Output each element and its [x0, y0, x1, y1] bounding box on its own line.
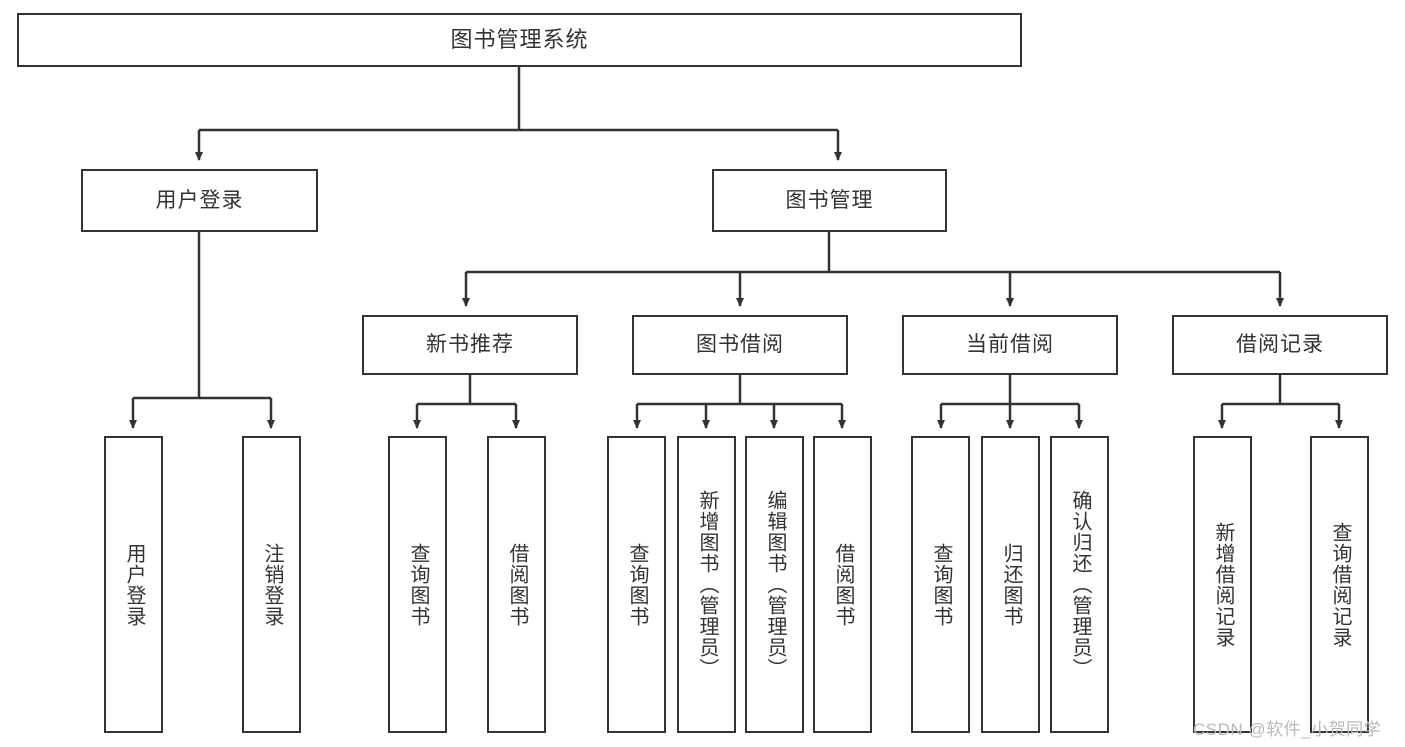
node-label: 查询图书: [930, 542, 952, 627]
node-book-management[interactable]: 图书管理: [712, 169, 947, 232]
node-leaf-logout[interactable]: 注销登录: [242, 436, 301, 733]
node-leaf-borrow-book-recommend[interactable]: 借阅图书: [487, 436, 546, 733]
node-label: 当前借阅: [966, 333, 1054, 357]
node-leaf-query-book-recommend[interactable]: 查询图书: [388, 436, 447, 733]
node-label: 借阅图书: [832, 542, 854, 627]
node-leaf-user-login[interactable]: 用户登录: [104, 436, 163, 733]
node-root-book-management-system[interactable]: 图书管理系统: [17, 13, 1022, 67]
node-leaf-query-book-borrow[interactable]: 查询图书: [607, 436, 666, 733]
node-book-borrow[interactable]: 图书借阅: [632, 315, 848, 375]
node-new-book-recommend[interactable]: 新书推荐: [362, 315, 578, 375]
node-label: 新书推荐: [426, 333, 514, 357]
node-leaf-borrow-book[interactable]: 借阅图书: [813, 436, 872, 733]
node-label: 图书管理: [785, 188, 874, 212]
node-leaf-confirm-return-admin[interactable]: 确认归还（管理员）: [1050, 436, 1109, 733]
node-label: 确认归还（管理员）: [1069, 490, 1091, 679]
node-leaf-query-book-current[interactable]: 查询图书: [911, 436, 970, 733]
node-leaf-query-borrow-record[interactable]: 查询借阅记录: [1310, 436, 1369, 733]
node-borrow-records[interactable]: 借阅记录: [1172, 315, 1388, 375]
node-label: 查询借阅记录: [1329, 521, 1351, 648]
node-label: 查询图书: [407, 542, 429, 627]
node-label: 用户登录: [155, 188, 244, 212]
node-leaf-return-book[interactable]: 归还图书: [981, 436, 1040, 733]
node-label: 用户登录: [123, 542, 145, 627]
node-user-login[interactable]: 用户登录: [81, 169, 318, 232]
node-label: 借阅记录: [1236, 333, 1324, 357]
node-label: 图书借阅: [696, 333, 784, 357]
csdn-watermark: CSDN @软件_小贺同学: [1193, 720, 1382, 739]
node-label: 图书管理系统: [450, 26, 589, 52]
node-label: 查询图书: [626, 542, 648, 627]
node-label: 借阅图书: [506, 542, 528, 627]
node-leaf-edit-book-admin[interactable]: 编辑图书（管理员）: [745, 436, 804, 733]
node-leaf-add-borrow-record[interactable]: 新增借阅记录: [1193, 436, 1252, 733]
node-label: 新增图书（管理员）: [696, 490, 718, 679]
node-label: 新增借阅记录: [1212, 521, 1234, 648]
node-leaf-add-book-admin[interactable]: 新增图书（管理员）: [677, 436, 736, 733]
node-label: 注销登录: [261, 542, 283, 627]
node-current-borrow[interactable]: 当前借阅: [902, 315, 1118, 375]
node-label: 编辑图书（管理员）: [764, 490, 786, 679]
node-label: 归还图书: [1000, 542, 1022, 627]
